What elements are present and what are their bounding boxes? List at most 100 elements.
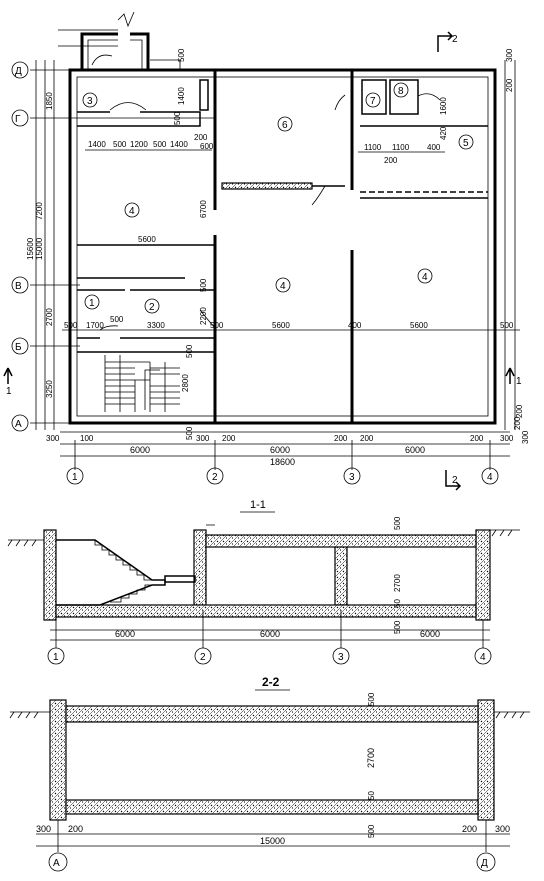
axis-letter: Б — [15, 342, 22, 353]
top-dimensions: 500 1400 300 — [177, 48, 514, 105]
svg-text:2800: 2800 — [181, 374, 190, 392]
svg-text:500: 500 — [185, 344, 194, 358]
svg-text:6000: 6000 — [405, 445, 425, 455]
svg-text:200: 200 — [470, 434, 484, 443]
svg-text:200: 200 — [513, 416, 522, 430]
section-title: 2-2 — [262, 675, 280, 689]
svg-text:2700: 2700 — [366, 748, 376, 768]
svg-text:6000: 6000 — [270, 445, 290, 455]
svg-text:300: 300 — [521, 430, 530, 444]
svg-text:400: 400 — [348, 321, 362, 330]
right-dimensions: 200 1600 420 200 — [439, 78, 524, 418]
svg-text:200: 200 — [515, 404, 524, 418]
svg-text:1: 1 — [6, 386, 12, 397]
svg-text:А: А — [53, 858, 60, 869]
svg-text:2: 2 — [452, 34, 458, 45]
axis-letter: В — [15, 281, 22, 292]
svg-text:3250: 3250 — [45, 380, 54, 398]
svg-text:2700: 2700 — [393, 574, 402, 592]
axis-letter: Д — [15, 66, 22, 77]
svg-text:420: 420 — [439, 126, 448, 140]
axis-number-bubbles: 1 2 3 4 — [66, 467, 499, 485]
svg-text:1850: 1850 — [45, 92, 54, 110]
section-marks: 1 1 2 2 — [3, 31, 522, 491]
svg-text:1100: 1100 — [364, 143, 382, 152]
stair-dims: 500 2800 — [181, 344, 194, 392]
svg-text:1: 1 — [516, 376, 522, 387]
svg-text:1700: 1700 — [86, 321, 104, 330]
svg-text:5600: 5600 — [410, 321, 428, 330]
svg-text:300: 300 — [505, 48, 514, 62]
svg-text:3300: 3300 — [147, 321, 165, 330]
svg-text:50: 50 — [367, 791, 376, 800]
axis-letter: А — [15, 419, 22, 430]
svg-text:1400: 1400 — [88, 140, 106, 149]
svg-text:5600: 5600 — [272, 321, 290, 330]
svg-text:500: 500 — [210, 321, 224, 330]
svg-text:1100: 1100 — [392, 143, 410, 152]
svg-text:500: 500 — [393, 620, 402, 634]
axis-number: 2 — [212, 472, 218, 483]
svg-text:600: 600 — [200, 142, 214, 151]
svg-text:6000: 6000 — [420, 629, 440, 639]
axis-letter-bubbles: Д Г В Б А — [11, 61, 29, 432]
axis-number: 1 — [72, 472, 78, 483]
mid-dims: 5600 6700 500 2200 500 — [138, 111, 208, 325]
svg-text:1400: 1400 — [177, 87, 186, 105]
svg-text:2: 2 — [452, 475, 458, 486]
axis-letter: Г — [15, 114, 21, 125]
axis-number: 4 — [487, 472, 493, 483]
svg-text:500: 500 — [173, 111, 182, 125]
svg-text:300: 300 — [196, 434, 210, 443]
upper-row-dims: 1400 500 1200 500 1400 200 600 — [85, 133, 214, 151]
right-block-dims: 1100 1100 400 200 — [358, 143, 445, 165]
room-label: 4 — [422, 272, 428, 283]
svg-text:7200: 7200 — [35, 202, 44, 220]
room-label: 4 — [280, 281, 286, 292]
lower-row-dims: 500 1700 500 3300 500 5600 400 5600 500 — [62, 315, 520, 331]
stair — [104, 355, 180, 412]
svg-text:4: 4 — [480, 652, 486, 663]
svg-text:500: 500 — [110, 315, 124, 324]
svg-text:5600: 5600 — [138, 235, 156, 244]
svg-text:3: 3 — [338, 652, 344, 663]
svg-text:1400: 1400 — [170, 140, 188, 149]
section-2-2: 2-2 500 2700 50 500 300 200 15000 200 30… — [9, 675, 530, 872]
svg-text:Д: Д — [481, 858, 488, 869]
svg-text:500: 500 — [113, 140, 127, 149]
svg-text:300: 300 — [46, 434, 60, 443]
grid-axes — [30, 60, 516, 470]
svg-text:200: 200 — [68, 824, 83, 834]
svg-text:200: 200 — [222, 434, 236, 443]
svg-text:300: 300 — [500, 434, 514, 443]
svg-text:300: 300 — [495, 824, 510, 834]
svg-text:1200: 1200 — [130, 140, 148, 149]
axis-number: 3 — [349, 472, 355, 483]
svg-text:2: 2 — [200, 652, 206, 663]
svg-text:100: 100 — [80, 434, 94, 443]
room-label: 7 — [370, 96, 376, 107]
svg-text:6700: 6700 — [199, 200, 208, 218]
svg-text:15000: 15000 — [260, 836, 285, 846]
svg-text:500: 500 — [177, 48, 186, 62]
section-title: 1-1 — [250, 499, 266, 511]
floor-plan: Д Г В Б А 1 2 3 4 1 2 3 4 4 4 5 6 7 8 18… — [3, 11, 530, 491]
room-label: 8 — [398, 86, 404, 97]
room-label: 5 — [463, 138, 469, 149]
svg-text:200: 200 — [384, 156, 398, 165]
svg-text:15600: 15600 — [26, 237, 35, 260]
room-label: 3 — [87, 96, 93, 107]
svg-text:18600: 18600 — [270, 457, 295, 467]
svg-text:500: 500 — [64, 321, 78, 330]
svg-text:6000: 6000 — [115, 629, 135, 639]
svg-text:1600: 1600 — [439, 97, 448, 115]
bottom-dimensions: 300 100 500 300 200 200 200 200 300 6000… — [46, 416, 530, 467]
svg-text:500: 500 — [500, 321, 514, 330]
svg-text:1: 1 — [53, 652, 59, 663]
svg-text:500: 500 — [185, 426, 194, 440]
room-label: 4 — [129, 206, 135, 217]
left-dimensions: 1850 7200 15600 15000 2700 3250 — [26, 92, 54, 398]
svg-text:500: 500 — [393, 516, 402, 530]
svg-text:15000: 15000 — [35, 237, 44, 260]
